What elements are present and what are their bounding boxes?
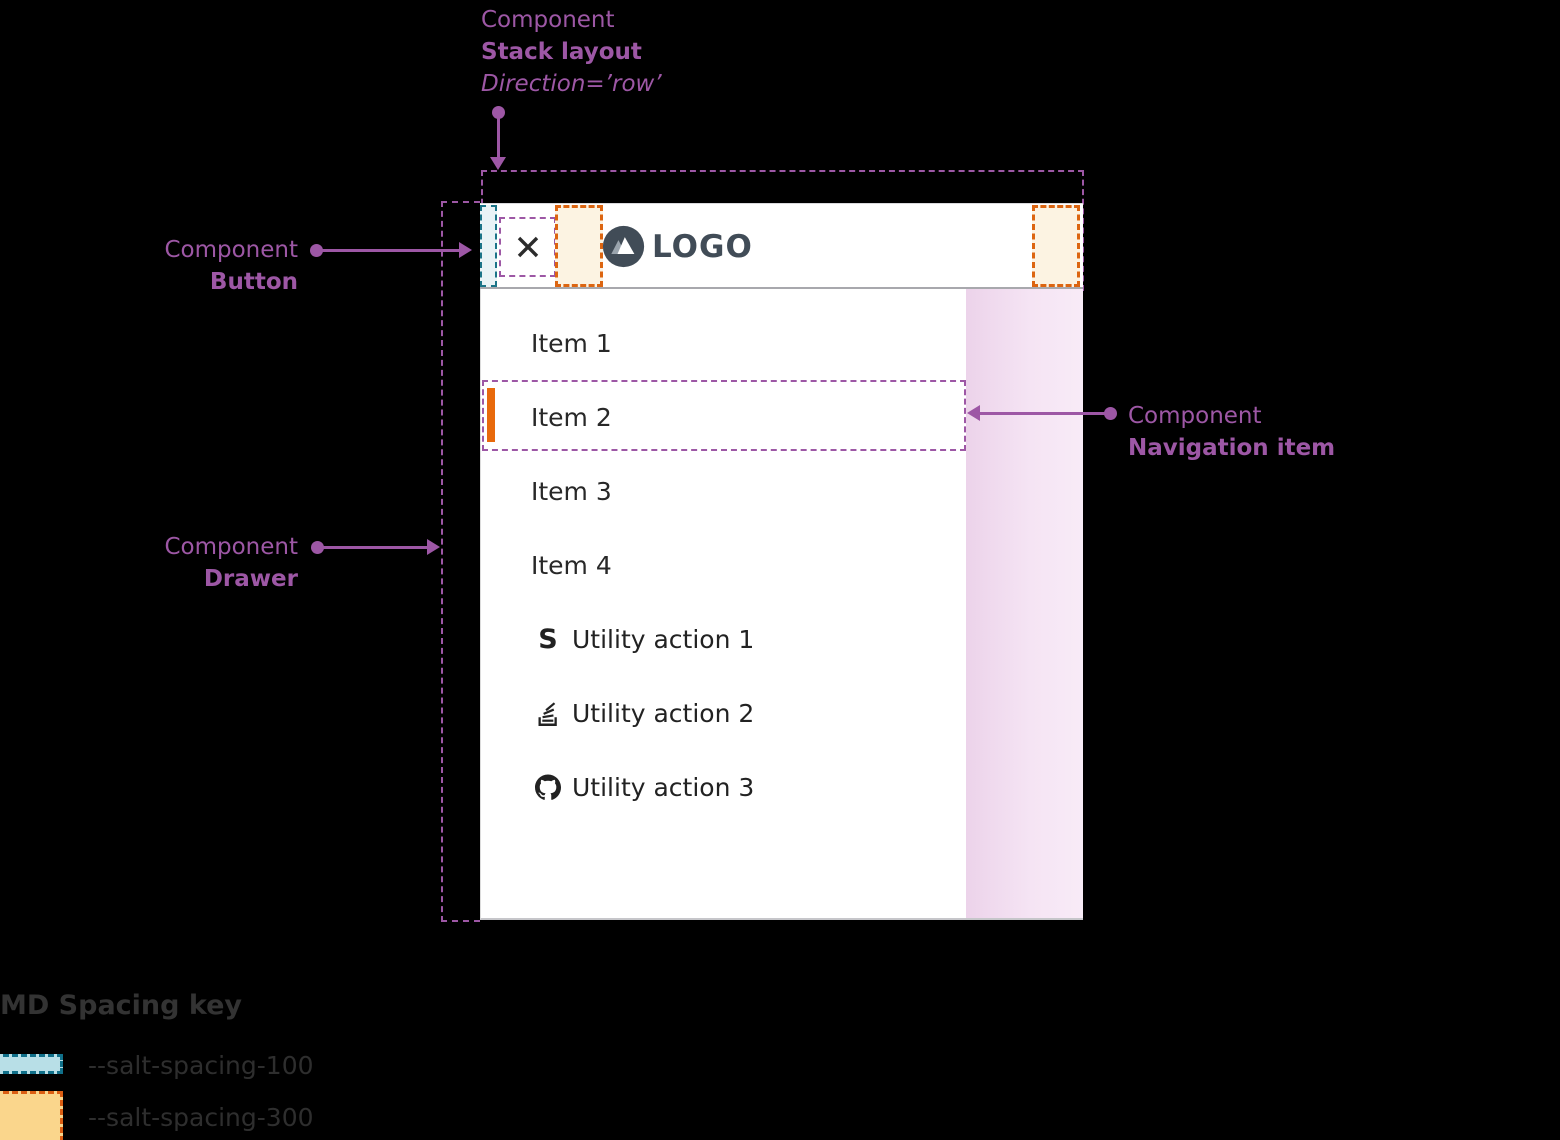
nav-item-4[interactable]: Item 4: [481, 528, 966, 602]
annotation-component-name: Drawer: [203, 566, 298, 592]
nav-item-label: Item 4: [531, 550, 612, 580]
annotation-kind: Component: [481, 7, 615, 33]
utility-action-2[interactable]: Utility action 2: [481, 676, 966, 750]
navigation-item-outline: [482, 380, 966, 451]
nav-item-label: Item 1: [531, 328, 612, 358]
close-icon: [517, 236, 538, 258]
utility-action-1[interactable]: S Utility action 1: [481, 602, 966, 676]
annotation-kind: Component: [164, 534, 298, 560]
salt-spacing-300-overlay: [555, 205, 603, 287]
active-indicator: [487, 388, 495, 442]
spacing-300-label: --salt-spacing-300: [88, 1103, 314, 1132]
spacing-300-swatch: [0, 1091, 63, 1140]
annotation-button: Component Button: [120, 234, 298, 298]
arrow-right-icon: [459, 242, 472, 258]
salt-spacing-100-overlay: [480, 205, 497, 287]
arrow-left-icon: [967, 405, 980, 421]
annotation-component-name: Navigation item: [1128, 435, 1336, 461]
annotation-component-name: Button: [209, 269, 298, 295]
nav-item-2[interactable]: Item 2: [481, 380, 966, 454]
nav-item-3[interactable]: Item 3: [481, 454, 966, 528]
github-icon: [535, 774, 561, 801]
spacing-100-swatch: [0, 1054, 63, 1074]
annotation-arrow-line: [497, 112, 500, 158]
utility-action-label: Utility action 2: [572, 698, 755, 728]
spacing-key-title: MD Spacing key: [0, 990, 243, 1021]
nav-item-1[interactable]: Item 1: [481, 306, 966, 380]
utility-action-label: Utility action 1: [572, 624, 755, 654]
annotation-stack-layout: Component Stack layout Direction=’row’: [481, 4, 662, 100]
close-button[interactable]: [499, 217, 556, 277]
spacing-100-label: --salt-spacing-100: [88, 1051, 314, 1080]
annotation-arrow-line: [317, 546, 427, 549]
annotation-arrow-line: [316, 249, 459, 252]
annotation-drawer: Component Drawer: [120, 531, 298, 595]
annotation-kind: Component: [164, 237, 298, 263]
letter-s-icon: S: [538, 623, 558, 655]
arrow-right-icon: [427, 539, 440, 555]
logo-text: LOGO: [652, 228, 753, 265]
annotation-navigation-item: Component Navigation item: [1128, 400, 1335, 464]
annotation-arrow-line: [980, 412, 1110, 415]
utility-action-label: Utility action 3: [572, 772, 755, 802]
drawer-panel: Item 1 Item 2 Item 3 Item 4 S Utility ac…: [480, 289, 966, 920]
backdrop-panel: [966, 289, 1083, 920]
drawer-outline: [441, 201, 480, 922]
utility-action-3[interactable]: Utility action 3: [481, 750, 966, 824]
annotation-component-name: Stack layout: [481, 39, 642, 65]
annotation-dot: [1104, 407, 1117, 420]
salt-spacing-300-overlay: [1032, 205, 1080, 287]
annotation-prop: Direction=’row’: [481, 71, 662, 97]
mountain-logo-icon: [602, 225, 645, 268]
logo: LOGO: [601, 224, 753, 269]
nav-item-label: Item 2: [531, 402, 612, 432]
app-header: LOGO: [480, 203, 1083, 289]
stack-overflow-icon: [535, 700, 561, 726]
nav-item-label: Item 3: [531, 476, 612, 506]
arrow-down-icon: [490, 157, 506, 170]
annotation-kind: Component: [1128, 403, 1262, 429]
